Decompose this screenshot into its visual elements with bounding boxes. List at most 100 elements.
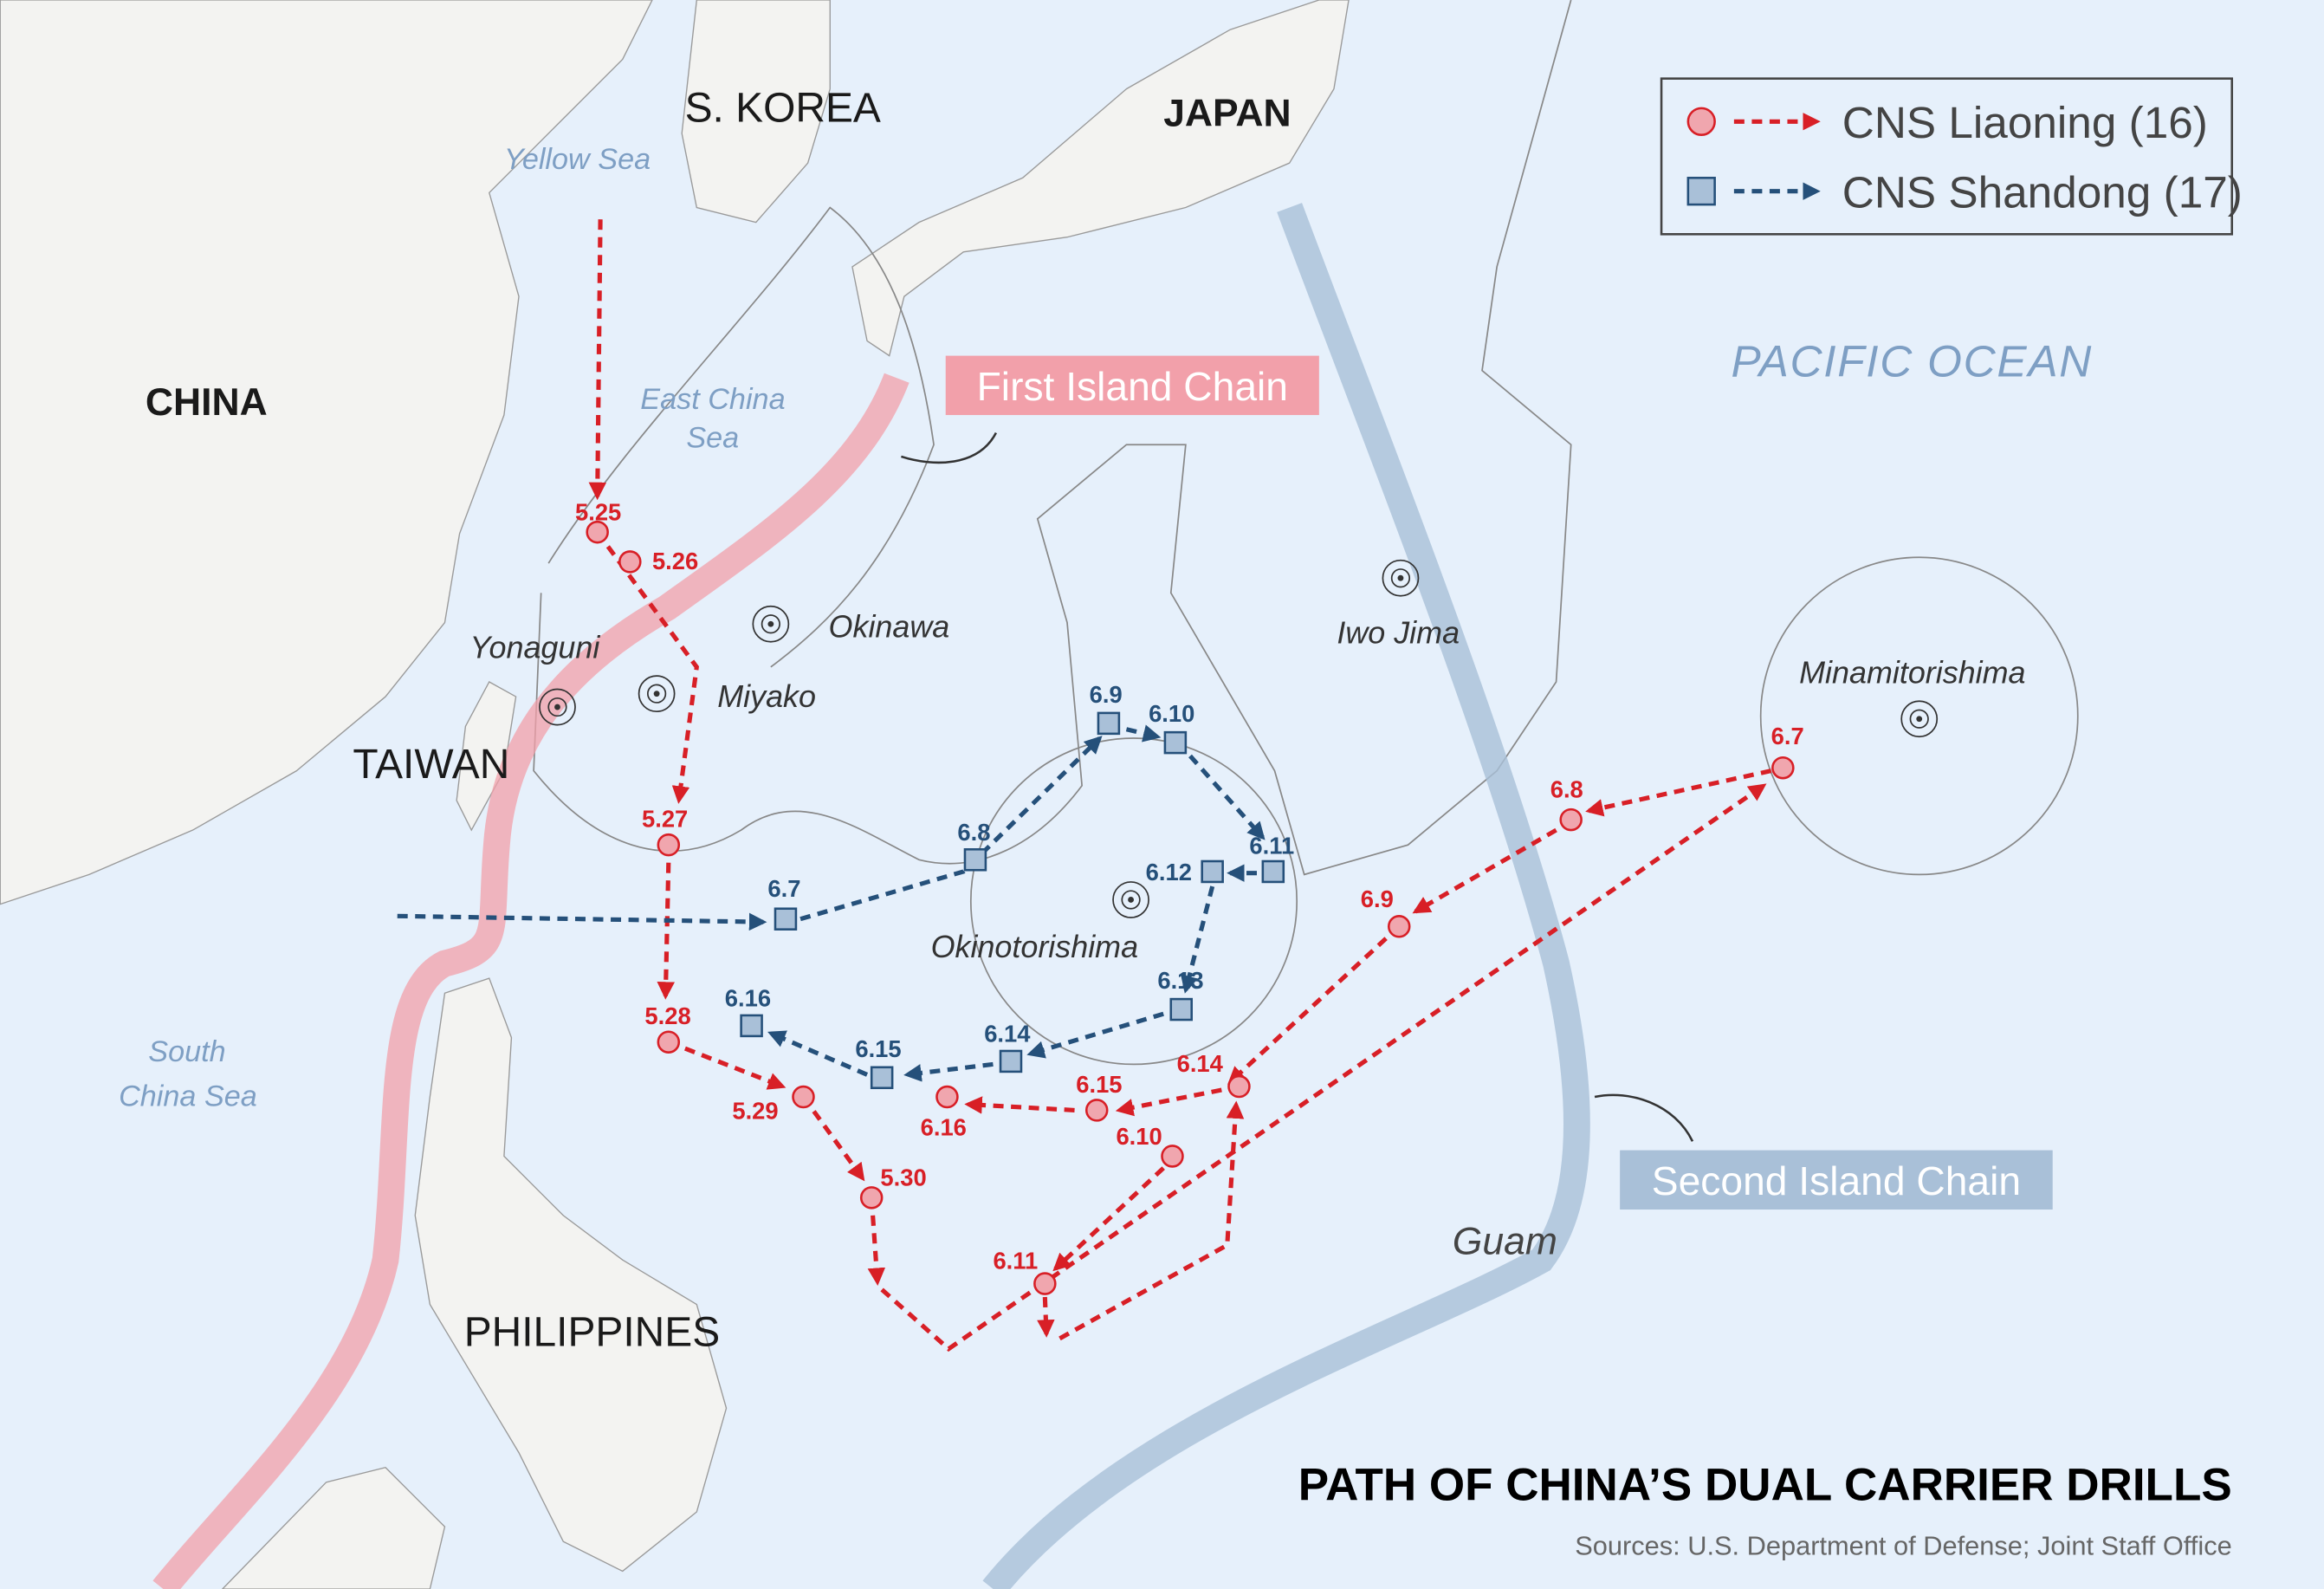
eez-boundaries xyxy=(533,0,2079,1066)
japan-land xyxy=(851,0,1350,357)
liaoning-date-label: 6.14 xyxy=(1177,1050,1224,1077)
carrier-positions: 5.255.265.275.285.295.306.76.86.96.106.1… xyxy=(575,498,1804,1295)
liaoning-date-label: 5.28 xyxy=(644,1002,690,1029)
first-island-chain-label: First Island Chain xyxy=(901,355,1319,464)
liaoning-position-6.7 xyxy=(1771,756,1795,780)
shandong-path-segment-5 xyxy=(1181,885,1215,994)
taiwan-land xyxy=(456,681,517,832)
shandong-date-label: 6.12 xyxy=(1146,859,1192,885)
shandong-path-segment-1 xyxy=(799,736,1103,922)
liaoning-date-label: 5.26 xyxy=(652,548,698,574)
island-dot-icon xyxy=(1397,574,1404,581)
liaoning-date-label: 6.15 xyxy=(1076,1071,1122,1098)
liaoning-path-segment-13 xyxy=(1037,1296,1055,1338)
legend: CNS Liaoning (16) CNS Shandong (17) xyxy=(1660,77,2243,236)
shandong-date-label: 6.15 xyxy=(855,1035,901,1062)
label-east-china-sea: East China xyxy=(640,383,785,416)
liaoning-path-segment-14 xyxy=(1058,1100,1245,1341)
liaoning-path-segment-1 xyxy=(595,530,699,804)
shandong-position-6.10 xyxy=(1163,730,1188,755)
label-east-china-sea-2: Sea xyxy=(686,422,739,455)
label-taiwan: TAIWAN xyxy=(353,742,509,788)
pointer-arrow-icon xyxy=(1594,1093,1694,1142)
shandong-path-segment-6 xyxy=(1026,1011,1164,1059)
liaoning-position-5.29 xyxy=(792,1085,815,1109)
pointer-arrow-icon xyxy=(901,431,998,464)
liaoning-path-segment-6 xyxy=(880,783,1767,1352)
shandong-date-label: 6.10 xyxy=(1149,700,1194,727)
island-target-inner-icon xyxy=(1390,568,1411,588)
island-target-inner-icon xyxy=(646,684,667,704)
liaoning-path-segment-9 xyxy=(1227,924,1401,1085)
shandong-date-label: 6.14 xyxy=(984,1021,1031,1047)
liaoning-path-segment-11 xyxy=(964,1096,1075,1114)
label-pacific-ocean: PACIFIC OCEAN xyxy=(1731,337,2093,386)
shandong-position-6.14 xyxy=(999,1049,1023,1073)
legend-liaoning: CNS Liaoning (16) xyxy=(1842,98,2208,147)
liaoning-position-5.26 xyxy=(618,550,642,574)
shandong-position-6.15 xyxy=(870,1066,894,1090)
carrier-paths xyxy=(397,219,1772,1352)
liaoning-position-6.14 xyxy=(1227,1074,1251,1099)
label-okinotorishima: Okinotorishima xyxy=(931,929,1138,964)
liaoning-position-5.28 xyxy=(657,1030,681,1054)
shandong-position-6.16 xyxy=(740,1014,763,1038)
shandong-date-label: 6.13 xyxy=(1157,967,1203,994)
shandong-date-label: 6.8 xyxy=(957,819,990,846)
land xyxy=(0,0,1350,1589)
shandong-path-segment-0 xyxy=(397,912,767,931)
shandong-path-segment-3 xyxy=(1188,754,1266,840)
island-target-icon xyxy=(752,605,790,643)
liaoning-position-6.11 xyxy=(1033,1272,1057,1295)
liaoning-date-label: 6.10 xyxy=(1116,1123,1162,1150)
philippines-land xyxy=(414,977,728,1573)
liaoning-position-6.15 xyxy=(1084,1099,1109,1122)
liaoning-date-label: 5.30 xyxy=(880,1164,926,1191)
liaoning-path-segment-3 xyxy=(667,1040,787,1090)
second-island-chain-line xyxy=(982,203,1590,1589)
shandong-square-icon xyxy=(1686,177,1716,206)
liaoning-position-6.10 xyxy=(1161,1145,1184,1168)
label-miyako: Miyako xyxy=(717,678,816,714)
shandong-date-label: 6.11 xyxy=(1249,832,1294,859)
second-island-chain-text: Second Island Chain xyxy=(1652,1158,2021,1203)
label-s-korea: S. KOREA xyxy=(685,85,881,131)
island-target-inner-icon xyxy=(1909,709,1929,729)
island-dot-icon xyxy=(767,620,774,627)
liaoning-date-label: 6.8 xyxy=(1550,775,1583,802)
liaoning-path-segment-2 xyxy=(657,862,676,1000)
second-island-chain-label: Second Island Chain xyxy=(1594,1093,2053,1210)
liaoning-date-label: 6.11 xyxy=(993,1247,1038,1274)
label-china: CHINA xyxy=(146,381,268,424)
liaoning-date-label: 5.29 xyxy=(732,1098,778,1125)
label-south-china-sea: South xyxy=(148,1035,225,1068)
liaoning-position-5.30 xyxy=(859,1186,884,1210)
label-minamitorishima: Minamitorishima xyxy=(1799,655,2025,691)
shandong-position-6.12 xyxy=(1201,859,1224,884)
label-okinawa: Okinawa xyxy=(829,609,950,645)
china-land xyxy=(0,0,653,905)
island-target-icon xyxy=(539,688,576,726)
shandong-path-segment-7 xyxy=(903,1061,994,1082)
shandong-position-6.7 xyxy=(774,907,798,931)
borneo-land xyxy=(221,1466,446,1589)
map-title: PATH OF CHINA’S DUAL CARRIER DRILLS xyxy=(1298,1459,2232,1510)
shandong-date-label: 6.16 xyxy=(725,985,771,1012)
liaoning-path-segment-5 xyxy=(867,1197,886,1286)
liaoning-position-5.25 xyxy=(586,520,609,544)
sources: Sources: U.S. Department of Defense; Joi… xyxy=(1575,1531,2231,1561)
liaoning-date-label: 5.27 xyxy=(642,806,688,833)
liaoning-date-label: 6.16 xyxy=(921,1113,967,1140)
liaoning-path-segment-7 xyxy=(1585,769,1772,817)
liaoning-path-segment-8 xyxy=(1412,827,1557,914)
island-target-icon xyxy=(1382,559,1420,597)
island-dot-icon xyxy=(1916,716,1923,723)
liaoning-path-segment-12 xyxy=(1052,1166,1165,1272)
liaoning-date-label: 6.9 xyxy=(1361,885,1394,912)
shandong-position-6.11 xyxy=(1261,859,1285,884)
liaoning-position-6.16 xyxy=(935,1085,959,1109)
liaoning-position-5.27 xyxy=(657,833,681,857)
liaoning-date-label: 6.7 xyxy=(1771,723,1804,749)
